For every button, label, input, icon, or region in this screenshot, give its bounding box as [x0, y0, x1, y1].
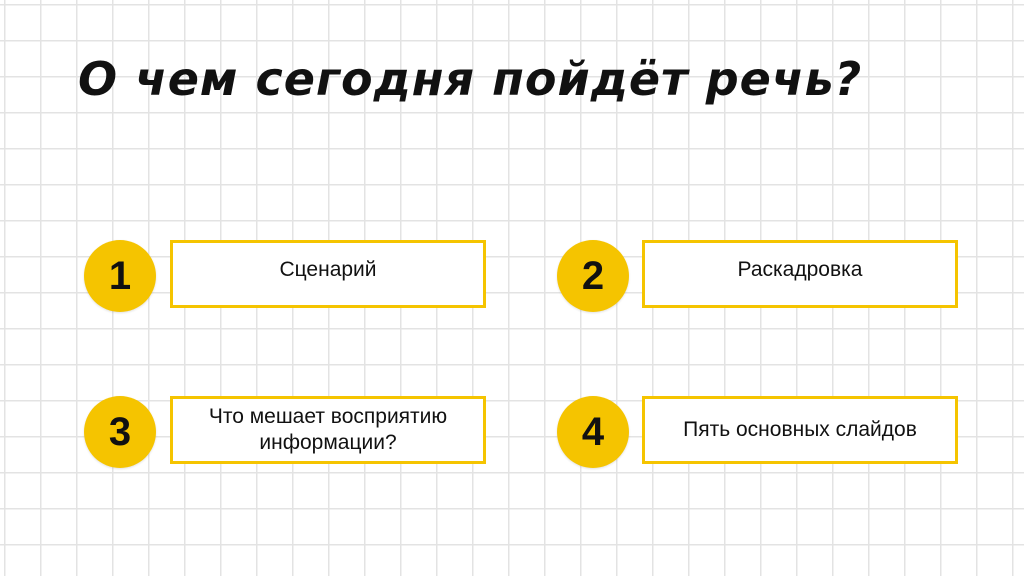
topic-3-number-badge: 3: [84, 396, 156, 468]
topic-1-label: Сценарий: [170, 240, 486, 308]
slide-title: О чем сегодня пойдёт речь?: [78, 52, 863, 106]
topic-1-number-badge: 1: [84, 240, 156, 312]
topic-4-number-badge: 4: [557, 396, 629, 468]
topic-2-number-badge: 2: [557, 240, 629, 312]
topic-3-label: Что мешает восприятию информации?: [170, 396, 486, 464]
topic-4-label: Пять основных слайдов: [642, 396, 958, 464]
topic-2-label: Раскадровка: [642, 240, 958, 308]
